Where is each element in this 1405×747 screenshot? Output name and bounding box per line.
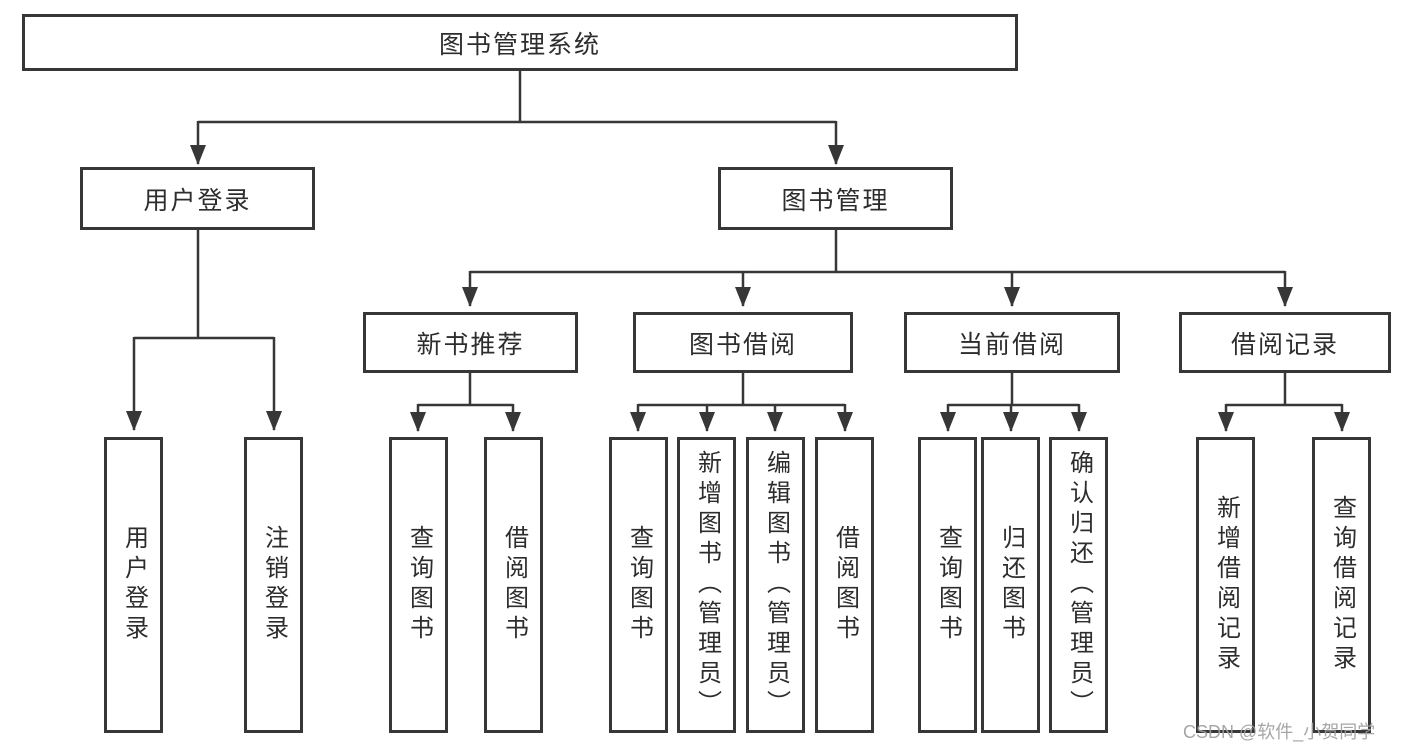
leaf-borrowing-add-books-admin: 新增图书（管理员） (677, 437, 736, 733)
node-current-borrowing: 当前借阅 (904, 312, 1120, 373)
node-label: 图书管理 (781, 186, 890, 215)
leaf-records-add-borrow-record: 新增借阅记录 (1196, 437, 1255, 733)
node-user-login: 用户登录 (80, 167, 315, 230)
node-label: 用户登录 (143, 186, 252, 215)
node-label: 编辑图书（管理员） (762, 450, 790, 720)
node-label: 用户登录 (120, 525, 148, 645)
node-label: 借阅图书 (500, 525, 528, 645)
node-label: 当前借阅 (957, 330, 1066, 359)
node-library-management-system: 图书管理系统 (22, 14, 1018, 71)
csdn-watermark: CSDN @软件_小贺同学 (1183, 722, 1376, 742)
leaf-current-return-books: 归还图书 (981, 437, 1040, 733)
node-book-management: 图书管理 (718, 167, 953, 230)
node-label: 查询图书 (625, 525, 653, 645)
leaf-borrowing-query-books: 查询图书 (609, 437, 668, 733)
node-label: 新书推荐 (416, 330, 525, 359)
node-book-borrowing: 图书借阅 (633, 312, 853, 373)
leaf-rec-query-books: 查询图书 (389, 437, 448, 733)
node-label: 注销登录 (260, 525, 288, 645)
node-label: 查询图书 (405, 525, 433, 645)
leaf-current-confirm-return-admin: 确认归还（管理员） (1049, 437, 1108, 733)
node-label: 图书借阅 (688, 330, 797, 359)
leaf-rec-borrow-books: 借阅图书 (484, 437, 543, 733)
node-label: 查询图书 (934, 525, 962, 645)
leaf-user-login: 用户登录 (104, 437, 163, 733)
node-label: 图书管理系统 (438, 30, 601, 59)
node-label: 新增借阅记录 (1212, 495, 1240, 675)
node-label: 查询借阅记录 (1328, 495, 1356, 675)
node-label: 新增图书（管理员） (693, 450, 721, 720)
leaf-logout-login: 注销登录 (244, 437, 303, 733)
leaf-borrowing-borrow-books: 借阅图书 (815, 437, 874, 733)
node-label: 借阅图书 (831, 525, 859, 645)
leaf-borrowing-edit-books-admin: 编辑图书（管理员） (746, 437, 805, 733)
leaf-current-query-books: 查询图书 (918, 437, 977, 733)
leaf-records-query-borrow-record: 查询借阅记录 (1312, 437, 1371, 733)
node-borrowing-records: 借阅记录 (1179, 312, 1391, 373)
node-label: 归还图书 (997, 525, 1025, 645)
node-label: 借阅记录 (1230, 330, 1339, 359)
node-new-book-recommendation: 新书推荐 (363, 312, 578, 373)
node-label: 确认归还（管理员） (1065, 450, 1093, 720)
